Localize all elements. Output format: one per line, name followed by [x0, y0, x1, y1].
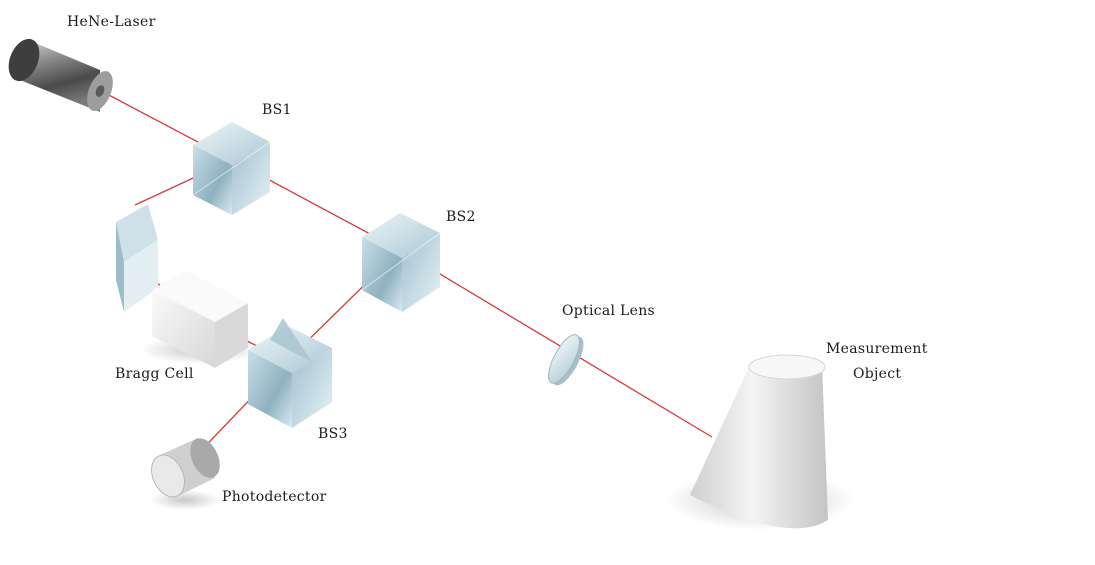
- label-hene-laser: HeNe-Laser: [67, 14, 156, 30]
- reference-mirror-prism: [116, 204, 158, 312]
- label-bs1: BS1: [262, 102, 292, 118]
- optical-lens: [548, 334, 584, 386]
- label-bs3: BS3: [318, 426, 348, 442]
- label-optical-lens: Optical Lens: [562, 303, 656, 319]
- beam-bs2-to-object: [399, 249, 713, 438]
- label-measurement-object-line2: Object: [853, 366, 902, 382]
- label-measurement-object-line1: Measurement: [826, 341, 928, 357]
- photodetector: [151, 438, 220, 498]
- measurement-object: [690, 354, 828, 529]
- label-bs2: BS2: [446, 209, 476, 225]
- photodetector-shadow: [150, 490, 220, 510]
- bragg-cell-box: [152, 270, 248, 368]
- bs3-cube: [248, 318, 332, 428]
- label-photodetector: Photodetector: [222, 489, 327, 505]
- bs2-cube: [361, 213, 441, 312]
- label-bragg-cell: Bragg Cell: [115, 366, 194, 382]
- hene-laser: [8, 38, 113, 112]
- bs1-cube: [192, 122, 271, 215]
